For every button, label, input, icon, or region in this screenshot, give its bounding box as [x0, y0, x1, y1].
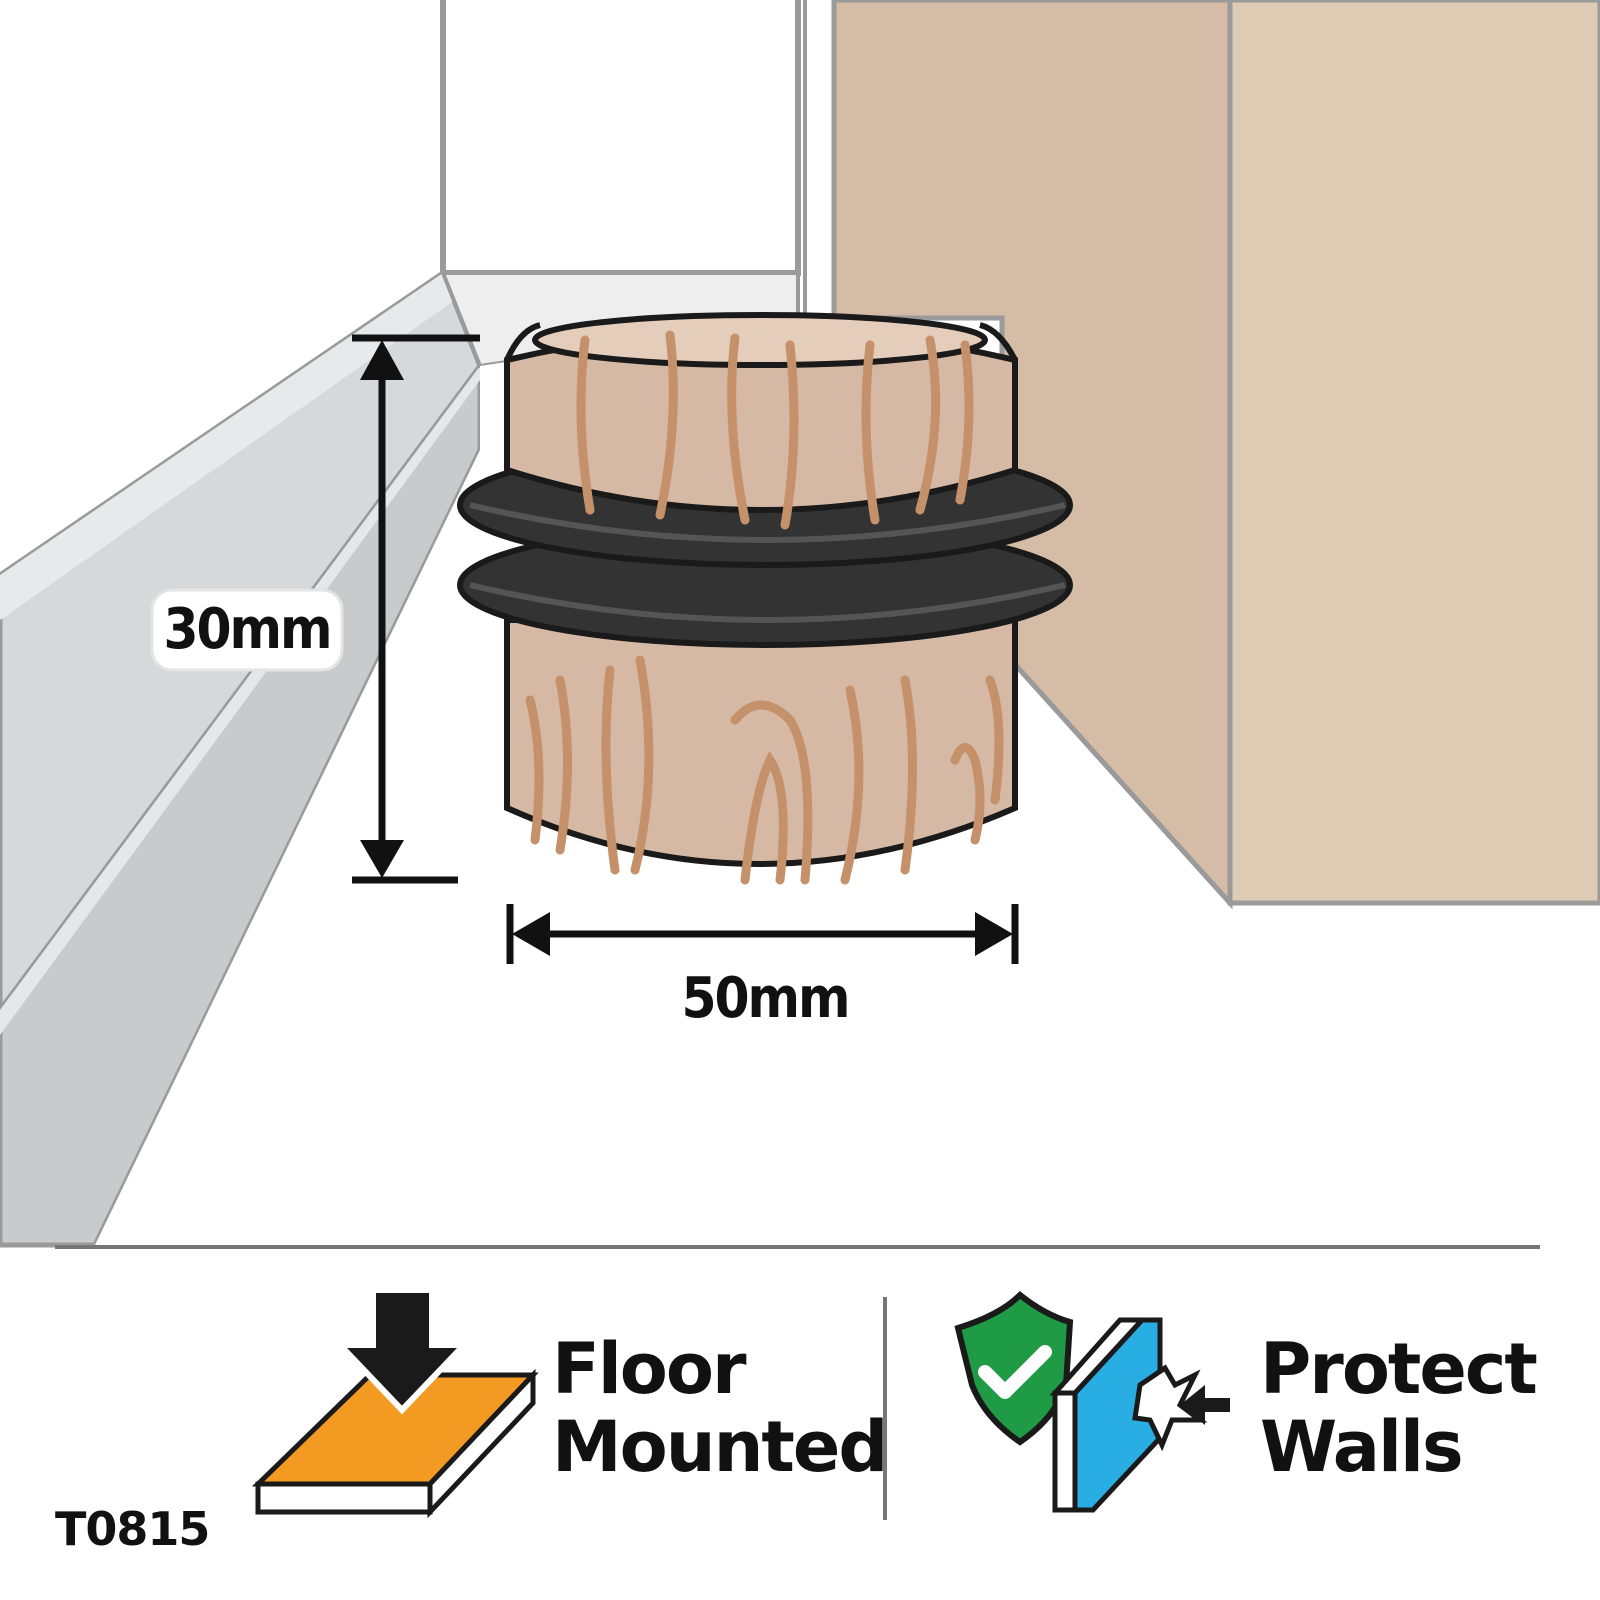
lower-wood-grain	[525, 655, 1004, 885]
height-label: 30mm	[163, 597, 330, 662]
width-label: 50mm	[681, 966, 848, 1031]
upper-wood-grain	[576, 330, 974, 530]
lower-wood-cylinder	[504, 617, 1018, 867]
feature-floor-line2: Mounted	[552, 1406, 886, 1488]
door-face	[1227, 0, 1600, 906]
door-stop	[457, 312, 1073, 885]
height-dimension: 30mm	[150, 334, 480, 884]
feature-protect-line1: Protect	[1260, 1328, 1536, 1410]
product-code: T0815	[55, 1502, 209, 1556]
height-label-bg	[150, 588, 344, 672]
feature-protect-line2: Walls	[1260, 1406, 1462, 1488]
width-dimension: 50mm	[506, 904, 1019, 1031]
top-face	[532, 312, 988, 368]
feature-floor-line1: Floor	[552, 1328, 747, 1410]
floor-mount-icon	[251, 1287, 539, 1519]
protect-walls-icon	[954, 1290, 1230, 1513]
